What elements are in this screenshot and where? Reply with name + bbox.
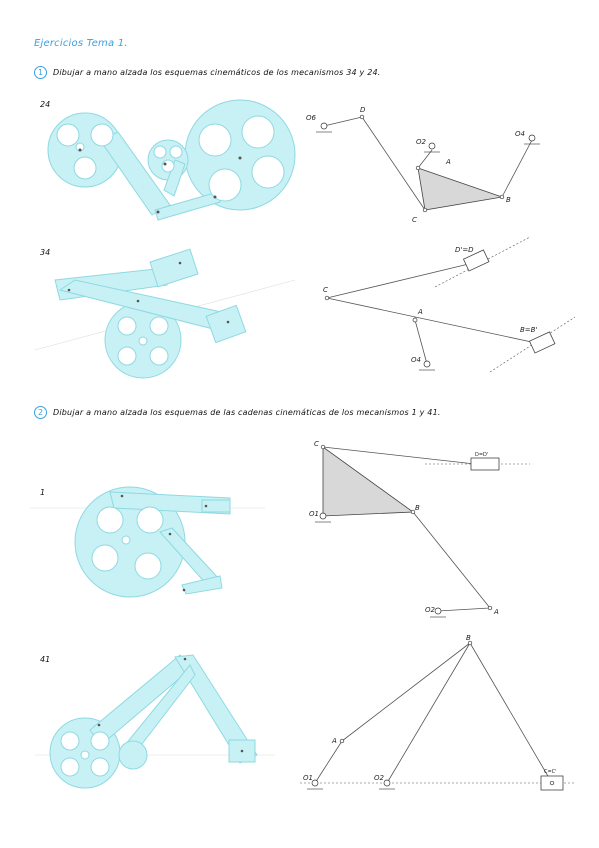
point-d-prime: D'=D (455, 246, 474, 254)
point-c: C (323, 286, 328, 294)
mechanism-1-schematic: C D=D' O1 B O2 A (309, 440, 530, 618)
point-o6: O6 (306, 114, 317, 122)
point-o4: O4 (411, 356, 421, 364)
point-d-prime: D=D' (475, 452, 488, 458)
mechanism-1-drawing (30, 486, 265, 598)
exercise-1-text: Dibujar a mano alzada los esquemas cinem… (53, 68, 381, 77)
point-a: A (417, 308, 423, 316)
point-a: A (493, 608, 499, 616)
point-a: A (331, 737, 337, 745)
mechanism-1-label: 1 (40, 488, 46, 497)
point-c: C (314, 440, 319, 448)
point-d: D (360, 106, 366, 114)
mechanism-24-drawing (47, 99, 296, 221)
mechanism-24-schematic: O6 D O2 A O4 B C (306, 106, 540, 224)
point-a: A (445, 158, 451, 166)
mechanism-34-drawing (34, 248, 296, 379)
point-o2: O2 (374, 774, 385, 782)
point-b: B (415, 504, 420, 512)
point-o2: O2 (425, 606, 436, 614)
mechanism-41-schematic: B A O1 O2 C=C' (300, 634, 575, 791)
mechanism-41-label: 41 (40, 655, 51, 664)
point-b: B (466, 634, 471, 642)
point-o4: O4 (515, 130, 525, 138)
page-title: Ejercicios Tema 1. (34, 38, 128, 49)
coupler-triangle (417, 167, 503, 211)
point-c-prime: C=C' (544, 769, 557, 775)
point-o1: O1 (303, 774, 313, 782)
point-o1: O1 (309, 510, 319, 518)
mechanism-34-label: 34 (40, 248, 51, 257)
mechanism-34-schematic: D'=D C A O4 B=B' (323, 236, 576, 373)
exercise-number-badge: 1 (34, 66, 47, 79)
point-c: C (412, 216, 417, 224)
point-b-prime: B=B' (520, 326, 537, 334)
exercise-2-text: Dibujar a mano alzada los esquemas de la… (53, 408, 441, 417)
triangle-link (322, 446, 415, 517)
point-o2: O2 (416, 138, 427, 146)
exercise-1-heading: 1 Dibujar a mano alzada los esquemas cin… (34, 66, 381, 79)
exercise-number-badge: 2 (34, 406, 47, 419)
mechanism-24-label: 24 (40, 100, 51, 109)
point-b: B (506, 196, 511, 204)
exercise-2-heading: 2 Dibujar a mano alzada los esquemas de … (34, 406, 441, 419)
mechanism-41-drawing (35, 654, 275, 789)
